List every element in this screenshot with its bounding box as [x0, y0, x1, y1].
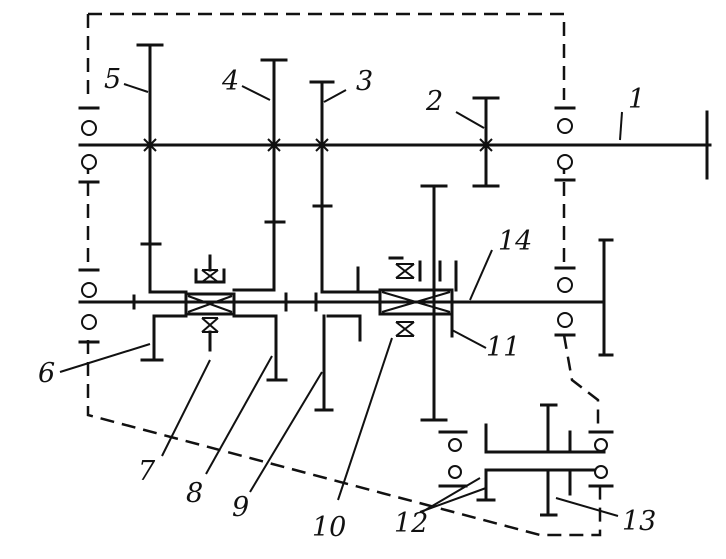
- label-1: 1: [628, 84, 646, 115]
- bearing-upper-right: [554, 106, 576, 182]
- gear-8: [232, 276, 288, 382]
- reverse-shaft-assembly: [438, 403, 614, 517]
- gear-5: [136, 43, 164, 282]
- label-8: 8: [186, 478, 204, 509]
- lower-shaft: [78, 238, 614, 357]
- leader-lines: [59, 83, 623, 517]
- label-13: 13: [622, 506, 657, 537]
- bearing-lower-right: [554, 266, 576, 337]
- clutch-7: [184, 254, 236, 352]
- gear-6: [140, 278, 188, 362]
- label-6: 6: [38, 358, 56, 389]
- label-2: 2: [426, 86, 444, 117]
- bearing-upper-left: [78, 106, 100, 184]
- label-11: 11: [486, 332, 521, 363]
- label-12: 12: [394, 508, 429, 539]
- clutch-10: [356, 256, 454, 337]
- bearing-lower-left: [78, 268, 100, 344]
- gear-3: [309, 80, 335, 282]
- label-9: 9: [232, 492, 250, 523]
- upper-shaft: [78, 110, 712, 180]
- label-3: 3: [356, 66, 374, 97]
- label-7: 7: [138, 456, 156, 487]
- gear-9: [314, 278, 382, 412]
- gear-2: [472, 96, 500, 188]
- label-14: 14: [498, 226, 533, 257]
- label-4: 4: [222, 66, 240, 97]
- label-5: 5: [104, 64, 122, 95]
- gear-11: [418, 184, 458, 422]
- housing-outline: [86, 12, 602, 537]
- label-10: 10: [312, 512, 347, 543]
- gear-4: [260, 58, 288, 280]
